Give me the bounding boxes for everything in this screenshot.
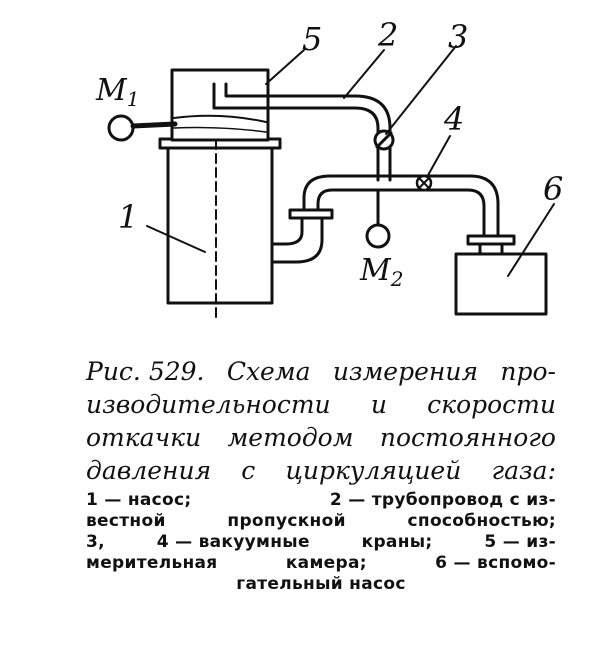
caption-title-word: с (241, 456, 256, 485)
figure-caption-title: Рис. 529. Схема измерения про-изводительнос… (86, 355, 556, 487)
legend-word: краны; (361, 532, 433, 552)
legend-line: вестной пропускной способностью; (86, 511, 556, 532)
caption-title-word: методом (227, 423, 354, 452)
label-m1: M1 (95, 73, 139, 111)
legend-word: 5 — из- (484, 532, 556, 552)
legend-word: камера; (285, 553, 367, 573)
manometer-m1 (107, 114, 178, 142)
legend-line: гательный насос (86, 574, 556, 595)
pumping-speed-diagram: 1 2 3 4 5 6 M1 M2 (95, 16, 563, 321)
legend-word: 3, (86, 532, 105, 552)
caption-title-word: давления (86, 456, 212, 485)
valve-4 (415, 174, 433, 192)
caption-title-line: откачки методом постоянного (86, 421, 556, 454)
circulation-pipe (270, 174, 500, 264)
label-m2: M2 (359, 253, 403, 291)
caption-title-word: скорости (427, 390, 556, 419)
legend-word: 1 — насос; (86, 490, 192, 510)
label-4: 4 (443, 100, 464, 138)
legend-word: мерительная (86, 553, 218, 573)
caption-title-line: изводительности и скорости (86, 388, 556, 421)
label-3: 3 (448, 18, 468, 56)
legend-line: 3, 4 — вакуумные краны; 5 — из- (86, 532, 556, 553)
legend-word: 4 — вакуумные (156, 532, 310, 552)
legend-line: мерительная камера; 6 — вспомо- (86, 553, 556, 574)
legend-word: способностью; (407, 511, 556, 531)
manometer-m2 (365, 188, 391, 249)
caption-title-word: постоянного (379, 423, 556, 452)
legend-word: 6 — вспомо- (435, 553, 556, 573)
caption-title-word: Схема (226, 357, 311, 386)
caption-title-word: изводительности (86, 390, 331, 419)
caption-title-word: газа: (491, 456, 556, 485)
figure-legend: 1 — насос; 2 — трубопровод с из-вестной пр… (86, 490, 556, 595)
caption-title-line: давления с циркуляцией газа: (86, 454, 556, 487)
caption-title-word: измерения (332, 357, 479, 386)
caption-title-word: про- (500, 357, 556, 386)
measuring-chamber-5 (170, 68, 270, 142)
label-2: 2 (377, 16, 398, 54)
auxiliary-pump-6 (454, 234, 548, 316)
label-1: 1 (118, 198, 138, 236)
leader-lines (146, 45, 555, 277)
caption-title-word: и (370, 390, 387, 419)
legend-word: вестной (86, 511, 166, 531)
label-5: 5 (302, 20, 322, 58)
caption-title-word: циркуляцией (285, 456, 462, 485)
valve-3 (373, 129, 395, 151)
legend-line: 1 — насос; 2 — трубопровод с из- (86, 490, 556, 511)
caption-title-line: Рис. 529. Схема измерения про- (86, 355, 556, 388)
caption-title-word: Рис. 529. (86, 357, 205, 386)
legend-word: пропускной (227, 511, 346, 531)
legend-word: гательный насос (236, 574, 406, 594)
legend-word: 2 — трубопровод с из- (329, 490, 556, 510)
caption-title-word: откачки (86, 423, 202, 452)
pump-1 (158, 69, 282, 321)
label-6: 6 (543, 170, 563, 208)
pipe-2 (212, 82, 392, 182)
